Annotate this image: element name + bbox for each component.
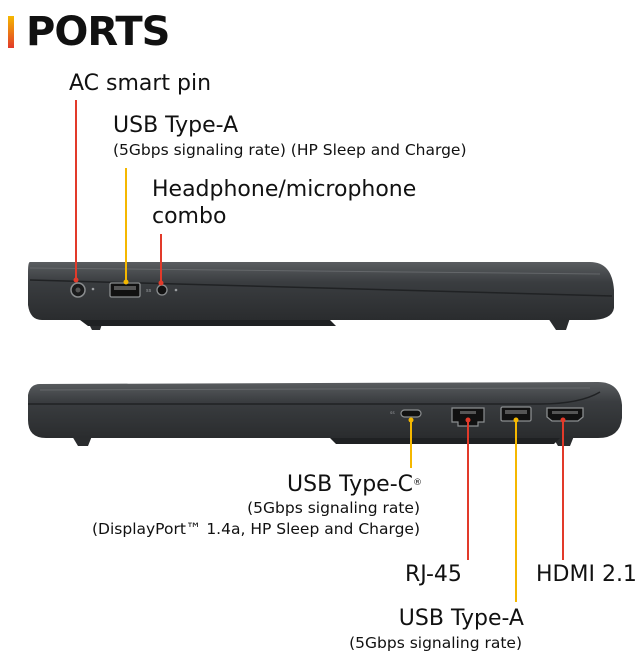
audio-label-line2: combo xyxy=(152,204,227,229)
laptop-right-side xyxy=(28,382,622,446)
title-accent-bar xyxy=(8,16,14,48)
ethernet-port-icon xyxy=(451,407,485,427)
svg-text:ss: ss xyxy=(146,288,152,294)
laptop-left-foot-rear xyxy=(548,318,570,330)
usb-c-port-icon: ss xyxy=(390,409,422,418)
power-port-icon xyxy=(70,282,95,298)
left-usb-a-label: USB Type-A xyxy=(113,113,239,138)
hdmi-port-icon xyxy=(546,407,584,422)
right-usb-a-label: USB Type-A xyxy=(398,606,524,631)
audio-label-line1: Headphone/microphone xyxy=(152,177,417,202)
right-usb-a-detail: (5Gbps signaling rate) xyxy=(349,634,522,652)
ac-pin-label: AC smart pin xyxy=(69,71,212,96)
rj45-label: RJ-45 xyxy=(405,562,462,587)
page-title: PORTS xyxy=(26,9,170,55)
hdmi-label: HDMI 2.1 xyxy=(536,562,637,587)
laptop-right-body xyxy=(28,382,622,438)
usb-c-label: USB Type-C® xyxy=(287,472,422,497)
left-usb-a-port-icon: ss xyxy=(109,282,152,298)
right-usb-a-port-icon xyxy=(500,406,532,422)
usb-c-detail-line2: (DisplayPort™ 1.4a, HP Sleep and Charge) xyxy=(91,520,420,538)
laptop-right-foot-front xyxy=(72,436,92,446)
laptop-left-body xyxy=(28,262,614,320)
usb-c-detail-line1: (5Gbps signaling rate) xyxy=(247,499,420,517)
svg-text:ss: ss xyxy=(390,411,395,416)
laptop-right-seam xyxy=(28,391,601,405)
left-usb-a-detail: (5Gbps signaling rate) (HP Sleep and Cha… xyxy=(113,141,467,159)
